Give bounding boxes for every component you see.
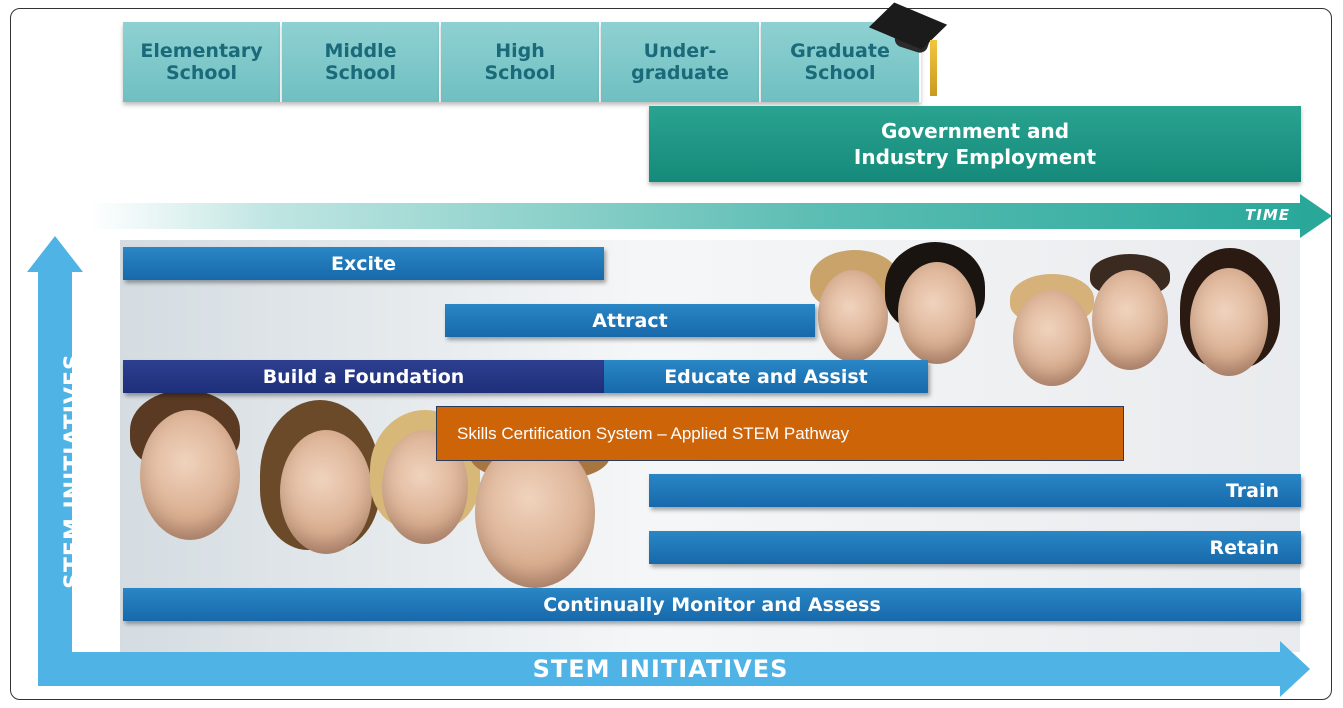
bar-monitor-assess: Continually Monitor and Assess [123,588,1301,621]
stage-middle-school: Middle School [282,22,441,102]
bar-retain: Retain [649,531,1301,564]
photo-face [1013,290,1091,386]
photo-face [475,438,595,588]
skills-certification-box: Skills Certification System – Applied ST… [436,406,1124,461]
bar-train: Train [649,474,1301,507]
bar-excite: Excite [123,247,604,280]
photo-face [1190,268,1268,376]
vertical-axis-arrow [38,268,72,686]
vertical-axis-label: STEM INITIATIVES [61,353,86,589]
stage-elementary-school: Elementary School [123,22,282,102]
bar-build-foundation: Build a Foundation [123,360,604,393]
time-label: TIME [1245,206,1290,224]
photo-face [140,410,240,540]
time-arrow-head [1300,194,1332,238]
graduation-cap-tassel [930,40,937,96]
horizontal-axis-arrowhead [1280,641,1310,697]
employment-box: Government and Industry Employment [649,106,1301,182]
photo-face [898,262,976,364]
photo-face [280,430,372,554]
horizontal-axis-arrow [38,652,1283,686]
stage-undergraduate: Under- graduate [601,22,761,102]
time-arrow-band [90,203,1310,229]
vertical-axis-arrowhead [27,236,83,272]
bar-attract: Attract [445,304,815,337]
photo-face [1092,270,1168,370]
bar-educate-assist: Educate and Assist [604,360,928,393]
stage-high-school: High School [441,22,601,102]
horizontal-axis-label: STEM INITIATIVES [532,655,789,683]
photo-face [818,270,888,362]
